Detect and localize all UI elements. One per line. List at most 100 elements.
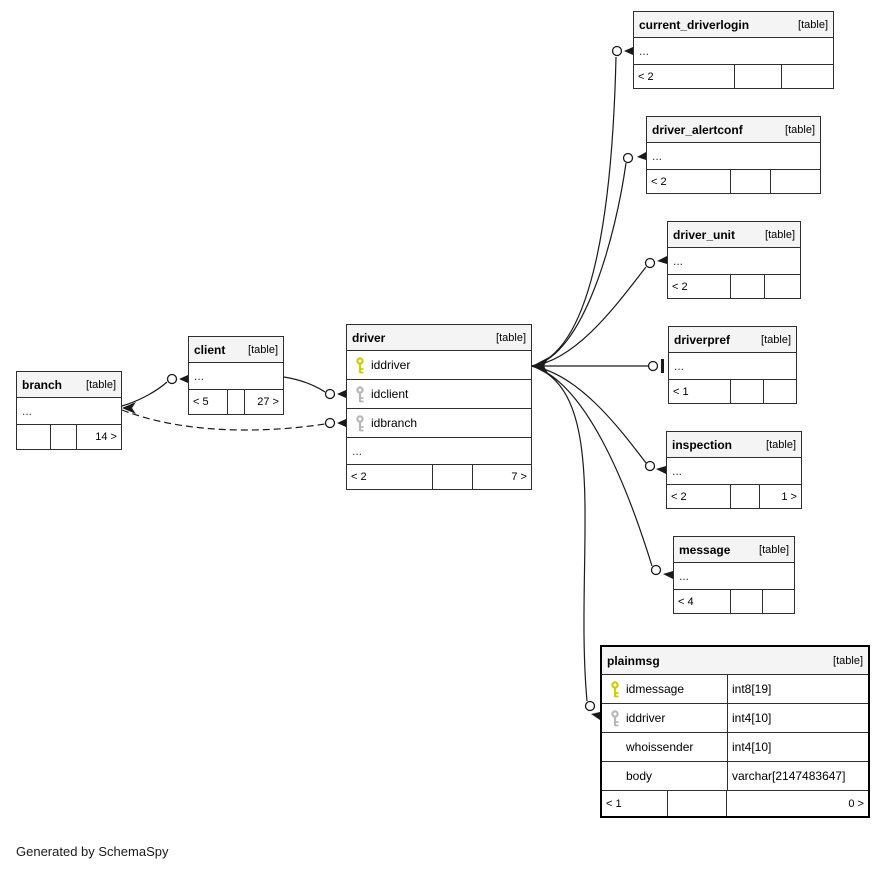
table-title: driver_alertconf <box>652 122 743 137</box>
table-message[interactable]: message [table] ... < 4 <box>673 536 795 614</box>
footer-cell <box>781 65 833 88</box>
footer-cell <box>729 485 759 508</box>
hidden-columns-row: ... <box>647 143 820 170</box>
table-header: branch [table] <box>17 372 121 398</box>
table-driver[interactable]: driver [table] iddriver idclient idbranc… <box>346 324 532 490</box>
column-type: int4[10] <box>727 704 868 732</box>
table-header: client [table] <box>189 337 283 363</box>
foreign-key-icon <box>611 709 619 726</box>
table-header: current_driverlogin [table] <box>634 12 833 38</box>
column-row-iddriver: iddriver <box>347 351 531 380</box>
table-branch[interactable]: branch [table] ...14 > <box>16 371 122 450</box>
table-title: plainmsg <box>607 653 660 668</box>
table-driver_unit[interactable]: driver_unit [table] ... < 2 <box>667 221 801 299</box>
edge-driver.iddriver-to-driver_unit <box>531 256 667 367</box>
zero-circle-connector <box>324 417 336 429</box>
ellipsis-label: ... <box>194 369 205 383</box>
zero-circle-connector <box>650 564 662 576</box>
column-name: iddriver <box>602 704 727 732</box>
table-tag: [table] <box>765 228 795 241</box>
hidden-columns-row: ... <box>669 353 796 380</box>
table-tag: [table] <box>833 654 863 667</box>
edge-driver.iddriver-to-inspection <box>531 365 666 474</box>
branch-fanout-wedge <box>122 402 136 414</box>
footer-cell: 27 > <box>244 390 283 414</box>
footer-cell <box>431 465 472 489</box>
arrowhead-connector <box>656 466 666 474</box>
table-driver_alertconf[interactable]: driver_alertconf [table] ... < 2 <box>646 116 821 194</box>
table-title: driverpref <box>674 332 731 347</box>
table-header: driver_unit [table] <box>668 222 800 248</box>
column-row-idclient: idclient <box>347 380 531 409</box>
table-tag: [table] <box>761 333 791 346</box>
table-title: inspection <box>672 437 733 452</box>
table-footer: < 5 27 > <box>189 390 283 414</box>
table-client[interactable]: client [table] ... < 5 27 > <box>188 336 284 415</box>
primary-key-icon <box>611 680 619 697</box>
table-header: plainmsg [table] <box>602 647 868 675</box>
column-name: iddriver <box>347 351 414 379</box>
hidden-columns-row: ... <box>668 248 800 275</box>
ellipsis-label: ... <box>679 569 690 583</box>
footer-cell: 14 > <box>76 425 121 449</box>
footer-cell <box>764 275 800 298</box>
table-driverpref[interactable]: driverpref [table] ...< 1 <box>668 326 797 404</box>
footer-cell <box>769 170 820 193</box>
footer-cell: < 2 <box>672 280 688 293</box>
table-tag: [table] <box>86 378 116 391</box>
column-type: int4[10] <box>727 733 868 761</box>
table-plainmsg[interactable]: plainmsg [table] idmessage int8[19] iddr… <box>600 645 870 818</box>
footer-cell: < 2 <box>638 70 654 83</box>
footer-cell <box>730 170 770 193</box>
driver-fanout-wedge <box>532 357 549 375</box>
ellipsis-label: ... <box>673 254 684 268</box>
generated-by-note: Generated by SchemaSpy <box>16 844 169 859</box>
column-row-iddriver: iddriver int4[10] <box>602 704 868 733</box>
column-name: idbranch <box>347 409 421 437</box>
table-tag: [table] <box>766 438 796 451</box>
footer-cell: < 5 <box>193 396 209 408</box>
arrowhead-connector <box>637 152 646 160</box>
footer-cell <box>50 425 76 449</box>
arrowhead-connector <box>624 47 633 55</box>
table-tag: [table] <box>759 543 789 556</box>
footer-cell: < 2 <box>651 175 667 188</box>
arrowhead-connector <box>337 390 346 398</box>
table-title: driver_unit <box>673 227 736 242</box>
table-header: driverpref [table] <box>669 327 796 353</box>
footer-cell <box>762 380 796 403</box>
zero-circle-connector <box>644 460 656 472</box>
table-footer: < 2 <box>647 170 820 193</box>
zero-circle-connector <box>647 360 659 372</box>
footer-cell: < 4 <box>678 595 694 608</box>
arrowhead-connector <box>591 712 600 720</box>
column-type: int8[19] <box>727 675 868 703</box>
table-footer: < 1 <box>669 380 796 403</box>
zero-circle-connector <box>584 700 596 712</box>
foreign-key-icon <box>356 385 364 402</box>
ellipsis-label: ... <box>352 444 363 458</box>
arrowhead-connector <box>337 419 346 427</box>
table-header: driver_alertconf [table] <box>647 117 820 143</box>
primary-key-icon <box>356 356 364 373</box>
edge-client-to-driver.idclient <box>283 376 346 400</box>
ellipsis-label: ... <box>652 149 663 163</box>
table-title: client <box>194 342 226 357</box>
zero-circle-connector <box>644 257 656 269</box>
hidden-columns-row: ... <box>634 38 833 65</box>
hidden-columns-row: ... <box>347 438 531 465</box>
table-current_driverlogin[interactable]: current_driverlogin [table] ... < 2 <box>633 11 834 89</box>
table-tag: [table] <box>248 343 278 356</box>
table-footer: < 2 <box>634 65 833 88</box>
table-header: message [table] <box>674 537 794 563</box>
arrowhead-connector <box>657 256 667 264</box>
table-header: inspection [table] <box>667 432 801 458</box>
tee-connector <box>661 359 664 373</box>
hidden-columns-row: ... <box>189 363 283 390</box>
footer-cell: 0 > <box>725 791 868 816</box>
footer-cell <box>667 791 726 816</box>
